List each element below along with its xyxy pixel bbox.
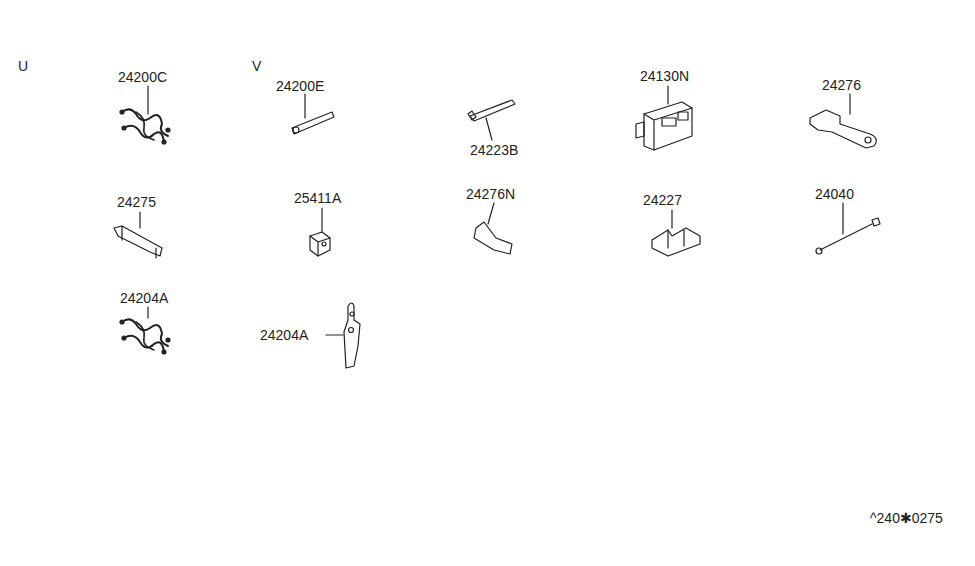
part-number: 24130N bbox=[640, 68, 689, 84]
part-number: 24276 bbox=[822, 77, 861, 93]
part-number: 24276N bbox=[466, 186, 515, 202]
part-number: 24275 bbox=[117, 194, 156, 210]
part-number: 25411A bbox=[294, 190, 341, 206]
part-number: 24227 bbox=[643, 192, 682, 208]
part-number: 24040 bbox=[815, 186, 854, 202]
part-number: 24223B bbox=[470, 142, 518, 158]
note-label: ^240✱0275 bbox=[870, 510, 943, 526]
part-number: 24204A bbox=[120, 290, 168, 306]
part-number: 24204A bbox=[260, 327, 308, 343]
part-number: 24200E bbox=[276, 78, 324, 94]
note-label: U bbox=[18, 58, 28, 74]
note-label: V bbox=[252, 58, 261, 74]
part-number: 24200C bbox=[118, 69, 167, 85]
